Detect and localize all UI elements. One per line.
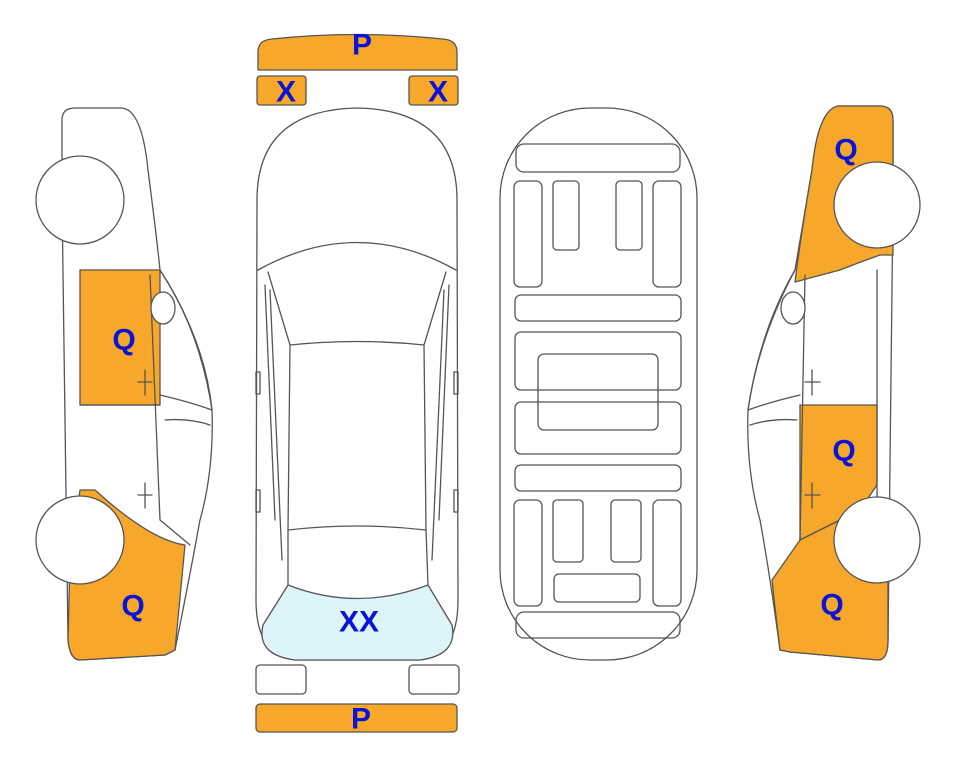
taillight-right[interactable]: [408, 664, 460, 695]
headlight-left-panel[interactable]: [256, 75, 307, 106]
left-rear-quarter-label: Q: [121, 590, 144, 623]
rear-window-panel[interactable]: [261, 584, 454, 661]
rear-bumper-label: P: [351, 703, 371, 736]
top-view-car: P X X XX P: [255, 29, 460, 736]
headlight-left-label: X: [276, 76, 296, 109]
right-front-wheel[interactable]: [833, 161, 921, 249]
left-side-view: Q Q: [35, 107, 213, 661]
right-rear-wheel[interactable]: [833, 496, 921, 584]
taillight-left[interactable]: [255, 664, 307, 695]
left-rear-wheel[interactable]: [35, 495, 125, 585]
right-side-view: Q Q Q: [747, 105, 921, 661]
front-bumper-label: P: [352, 29, 372, 62]
headlight-right-label: X: [428, 76, 448, 109]
headlight-right-panel[interactable]: [408, 75, 459, 106]
right-rear-door-label: Q: [832, 435, 855, 468]
left-front-wheel[interactable]: [35, 155, 125, 245]
front-bumper-panel[interactable]: [257, 33, 458, 71]
right-front-fender-label: Q: [834, 134, 857, 167]
left-front-fender-label: Q: [112, 324, 135, 357]
rear-bumper-panel[interactable]: [255, 703, 458, 733]
right-rear-quarter-label: Q: [820, 589, 843, 622]
underbody-view: [499, 107, 698, 661]
rear-window-label: XX: [339, 606, 379, 639]
